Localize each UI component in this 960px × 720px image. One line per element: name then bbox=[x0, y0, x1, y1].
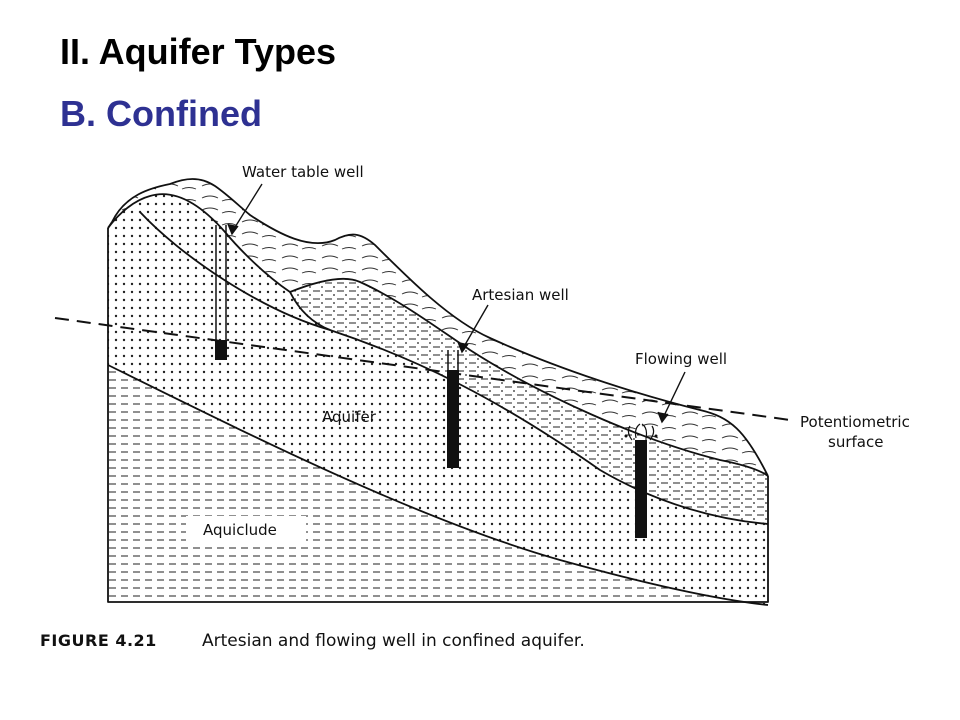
label-surface: surface bbox=[828, 433, 883, 451]
label-water-table-well: Water table well bbox=[242, 163, 364, 181]
label-artesian-well: Artesian well bbox=[472, 286, 569, 304]
slide-title: II. Aquifer Types bbox=[60, 31, 337, 72]
aquiclude-label-box bbox=[186, 516, 306, 542]
figure-caption-text: Artesian and flowing well in confined aq… bbox=[202, 631, 585, 651]
water-table-well bbox=[215, 225, 227, 360]
label-potentiometric: Potentiometric bbox=[800, 413, 910, 431]
slide-subtitle: B. Confined bbox=[60, 93, 262, 134]
label-aquiclude: Aquiclude bbox=[203, 521, 277, 539]
potentiometric-surface-line bbox=[54, 317, 791, 421]
figure-caption-number: FIGURE 4.21 bbox=[40, 631, 157, 650]
flowing-well bbox=[624, 423, 658, 538]
aquiclude-layer bbox=[108, 365, 768, 605]
label-flowing-well: Flowing well bbox=[635, 350, 727, 368]
aquifer-layer bbox=[108, 212, 768, 605]
artesian-well bbox=[447, 350, 459, 468]
label-aquifer: Aquifer bbox=[322, 408, 377, 426]
upper-confining-layer bbox=[290, 278, 768, 524]
recharge-zone bbox=[108, 194, 330, 330]
label-leaders bbox=[227, 183, 686, 424]
